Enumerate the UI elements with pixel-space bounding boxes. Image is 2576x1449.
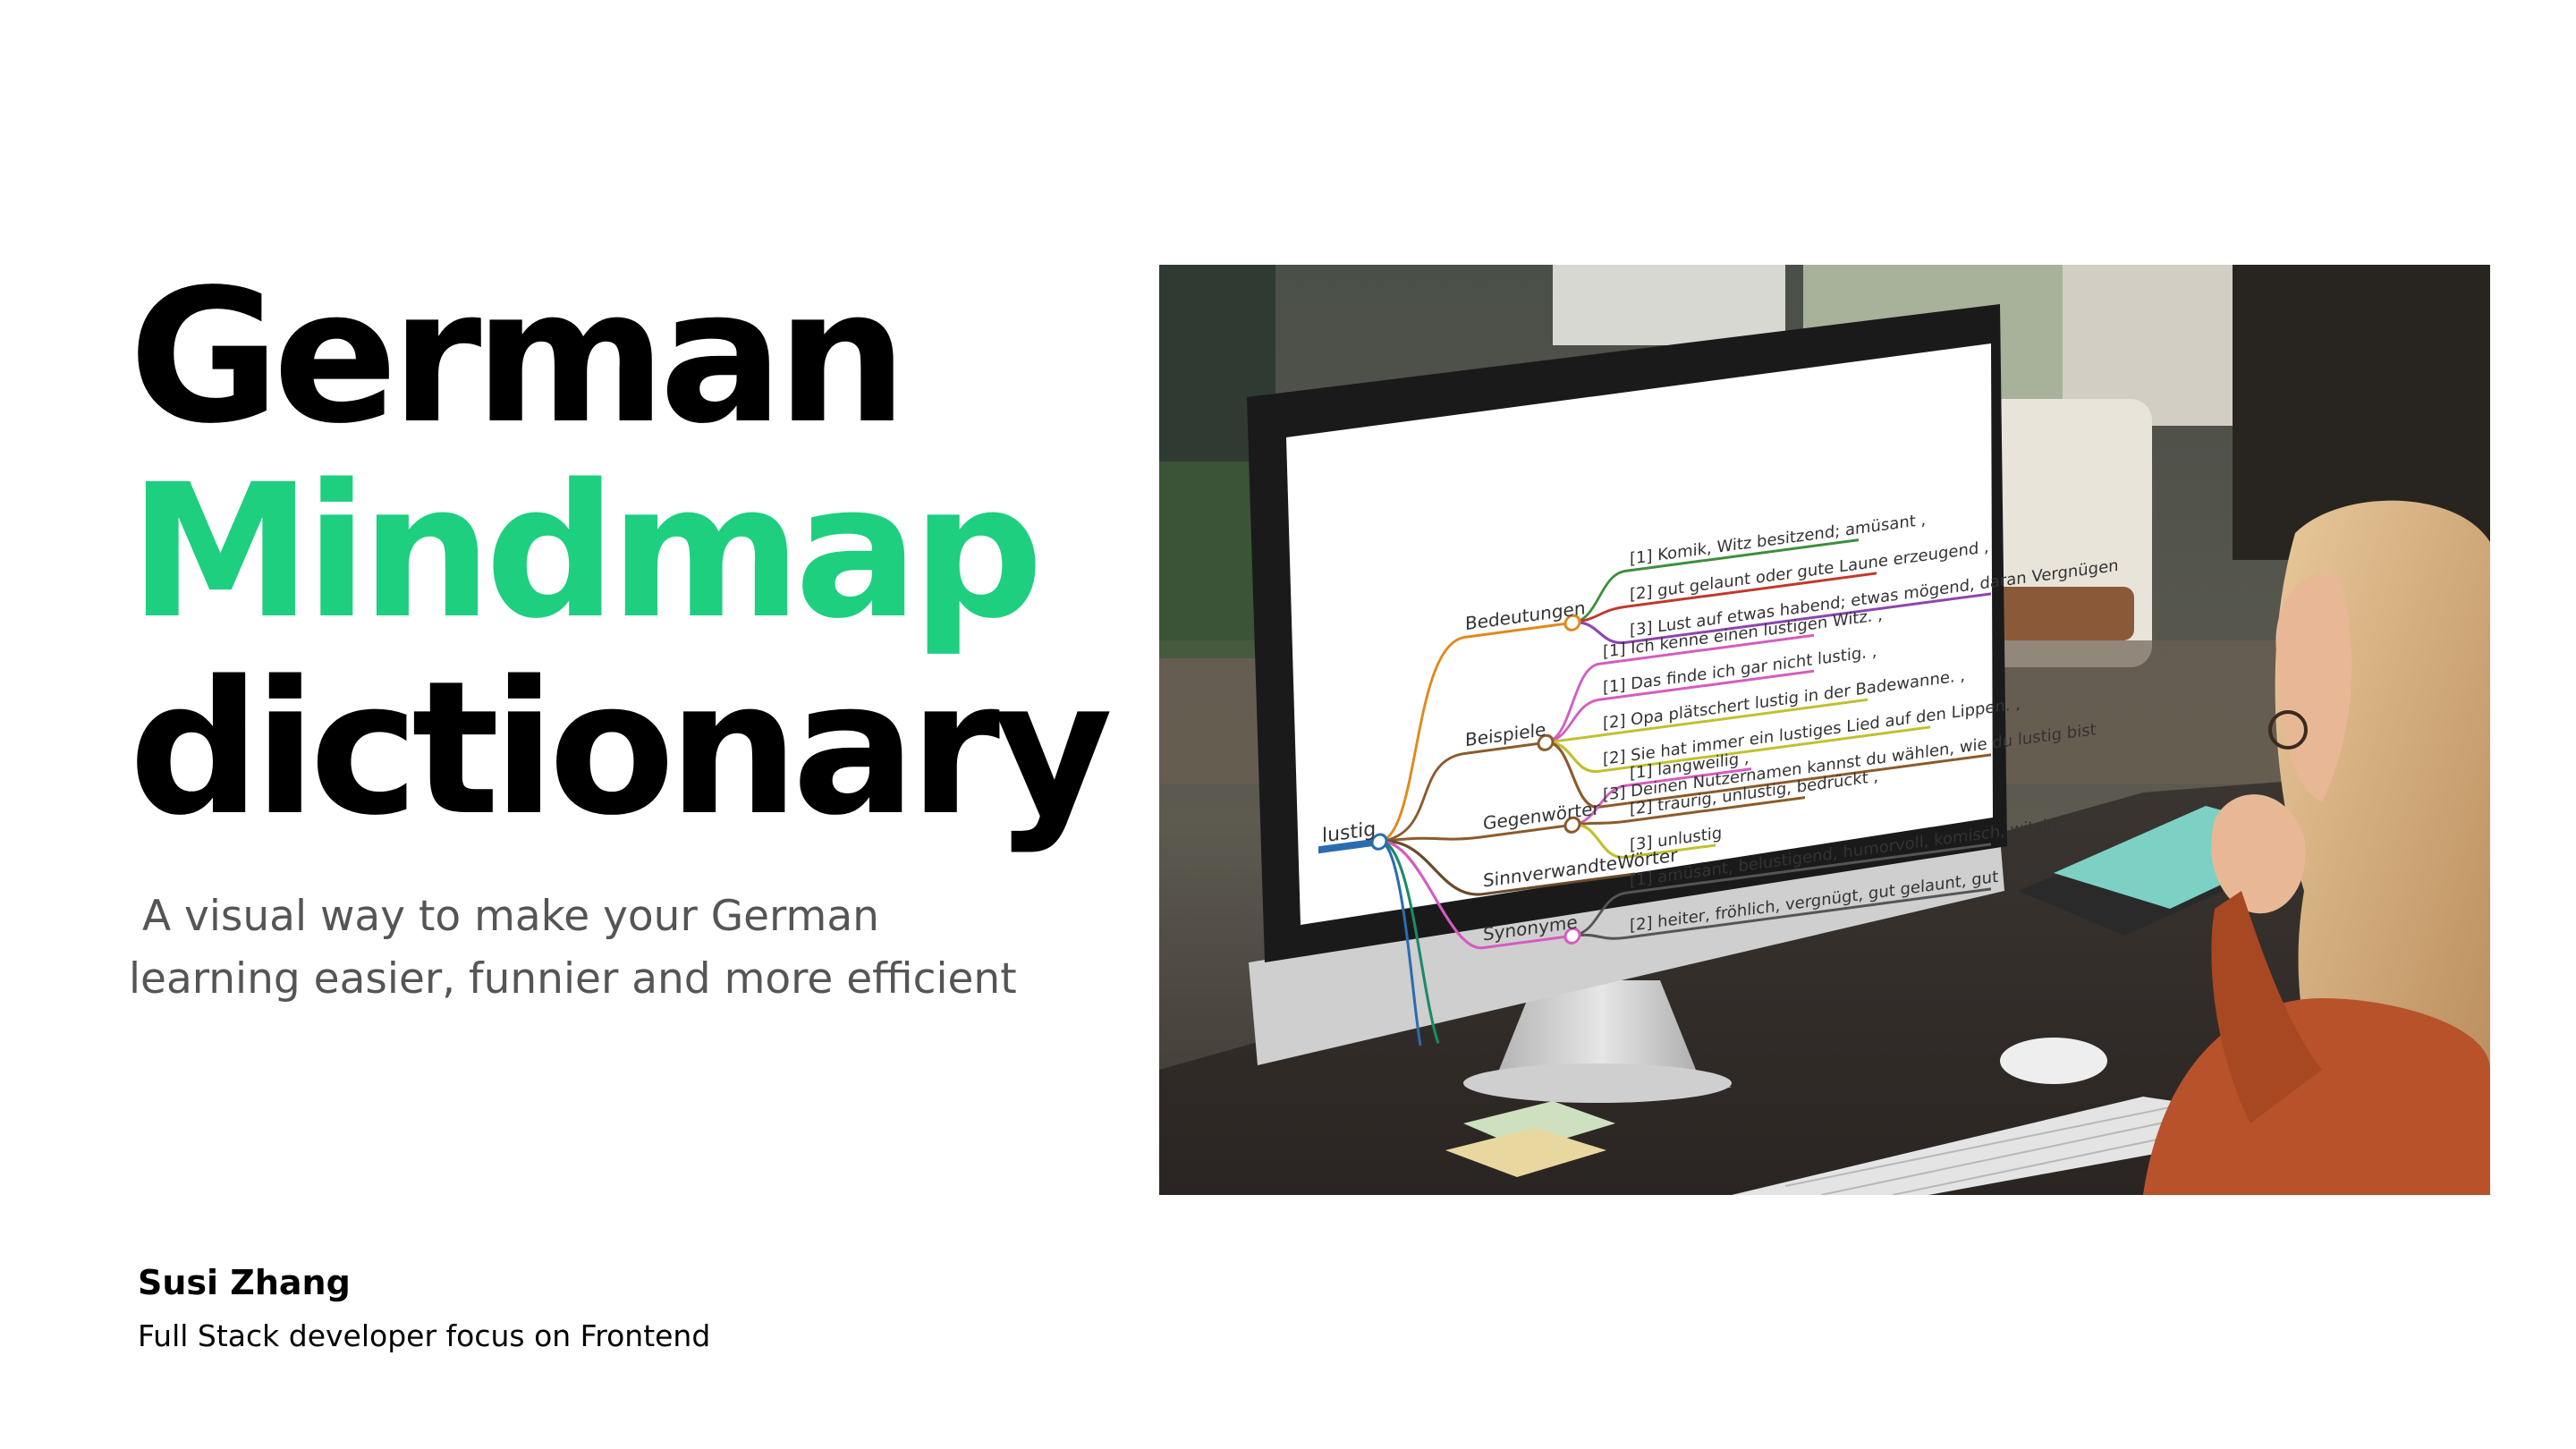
mm-edge-g3 (1572, 823, 1716, 859)
monitor-stand-base (1463, 1063, 1732, 1103)
mm-edge-gegenwoerter (1378, 823, 1572, 843)
mm-edge-extra1 (1378, 840, 1440, 1044)
author-role: Full Stack developer focus on Frontend (138, 1318, 711, 1353)
subtitle-line-1: A visual way to make your German (129, 892, 879, 941)
mm-edge-b1 (1572, 538, 1859, 624)
mm-node-root (1370, 833, 1388, 851)
monitor-screen (1286, 343, 1993, 925)
mm-edge-beispiele (1378, 741, 1546, 843)
title-line-german: German (129, 250, 908, 464)
mm-edge-synonyme (1378, 840, 1572, 950)
woman-hand (2211, 794, 2306, 914)
sticky-notes-yellow (1445, 1128, 1606, 1177)
mm-node-beispiele (1537, 733, 1555, 751)
mm-node-synonyme (1563, 927, 1581, 945)
plant-left (1159, 462, 1267, 658)
desk-computer-photo: lustig Bedeutungen Beispiele Gegenwörter… (1159, 265, 2490, 1195)
mm-node-bedeutungen (1563, 614, 1581, 631)
back-monitor (1553, 265, 1785, 345)
mm-edge-e1 (1545, 633, 1814, 744)
subtitle-line-2: learning easier, funnier and more effici… (129, 954, 1017, 1004)
mm-root-underline (1318, 838, 1379, 854)
mm-edge-sinnverwandte (1378, 840, 1635, 896)
author-name: Susi Zhang (138, 1263, 351, 1302)
mm-edge-bedeutungen (1378, 621, 1572, 843)
title-line-dictionary: dictionary (129, 641, 1113, 856)
woman-arm (2211, 891, 2322, 1123)
title-line-mindmap: Mindmap (129, 445, 1044, 659)
woman-glasses (2268, 710, 2308, 750)
mm-node-gegenwoerter (1563, 816, 1581, 834)
mm-edge-e5 (1545, 741, 1991, 809)
monitor-chin (1249, 837, 2004, 1065)
subtitle: A visual way to make your German learnin… (129, 886, 1023, 1011)
mm-edge-extra2 (1378, 840, 1422, 1046)
monitor-stand (1472, 980, 1732, 1088)
mouse (2000, 1038, 2107, 1084)
